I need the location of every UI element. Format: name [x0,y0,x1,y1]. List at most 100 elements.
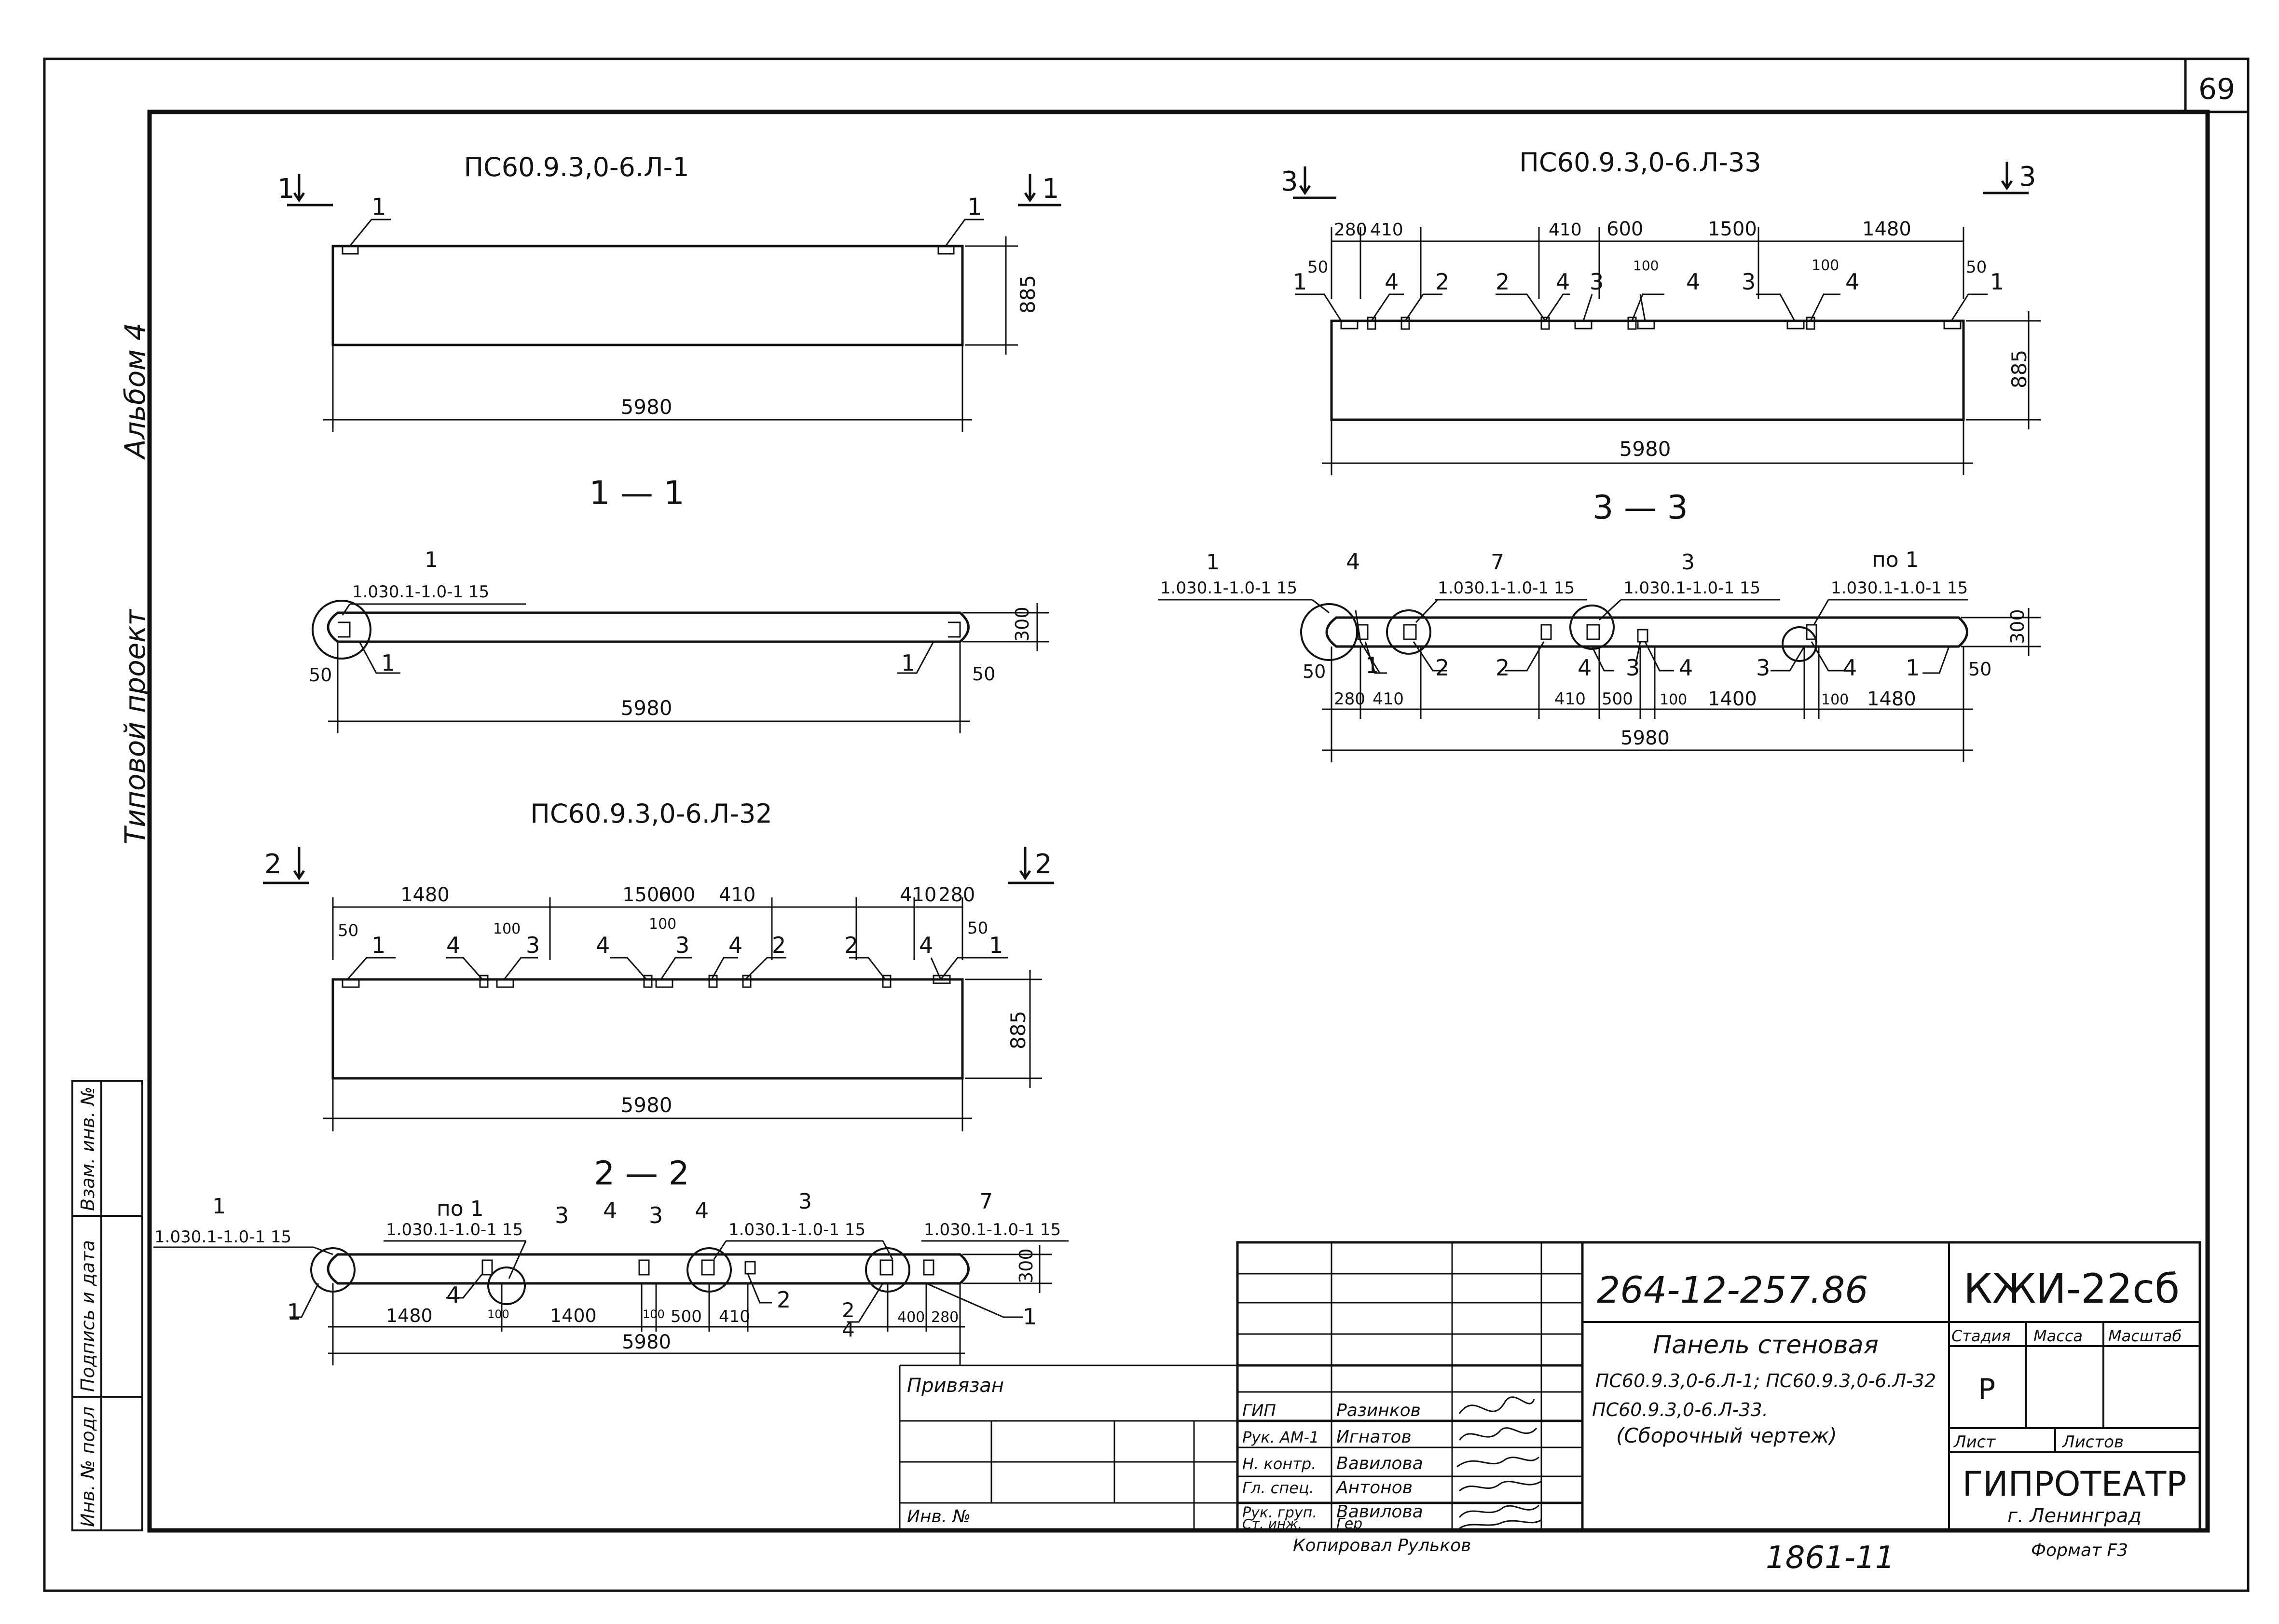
person: Вавилова [1336,1502,1423,1522]
section-title: 1 — 1 [589,474,685,512]
org-city: г. Ленинград [2007,1505,2142,1527]
callout: 4 [842,1318,855,1341]
ref-code: 1.030.1-1.0-1 15 [352,582,489,602]
person: Антонов [1335,1478,1413,1498]
callout: 1 [371,932,385,958]
ref-number: по 1 [437,1197,484,1221]
ref-number: 1 [1206,550,1220,575]
dim: 410 [1554,689,1586,709]
stage-label: Стадия [1951,1327,2011,1345]
side-stamp-replace: Взам. инв. № [77,1087,98,1211]
offset: 50 [1968,659,1991,680]
callout: 2 [772,932,786,958]
view-title: ПС60.9.3,0-6.Л-32 [530,798,772,829]
title-line: (Сборочный чертеж) [1616,1424,1837,1447]
dim: 100 [487,1307,509,1321]
callout: 1 [371,193,386,220]
doc-mark: КЖИ-22сб [1963,1265,2180,1312]
sheet-label: Лист [1953,1432,1996,1452]
signatures-table: ГИП Разинков Рук. АМ-1 Игнатов Н. контр.… [1242,1396,1542,1532]
small-dim: 50 [967,919,988,938]
side-stamp-sign: Подпись и дата [77,1240,98,1392]
callout: 1 [381,650,395,676]
offset: 50 [972,663,995,685]
view-ps-l1: ПС60.9.3,0-6.Л-1 1 1 1 1 885 5980 [277,152,1061,432]
ref-code: 1.030.1-1.0-1 15 [1160,578,1297,598]
role: ГИП [1242,1401,1276,1420]
callout: 3 [1742,269,1756,295]
callout: 1 [989,932,1003,958]
side-stamp [71,1080,143,1531]
dim: 100 [1821,691,1849,708]
dim-length: 5980 [1620,727,1670,749]
ref-number: 7 [1491,550,1504,575]
callout: 3 [526,932,540,958]
offset: 50 [309,664,332,686]
callout: 1 [1023,1304,1037,1330]
callout: 4 [695,1197,709,1224]
callout: 1 [1906,655,1920,681]
dim: 1500 [622,884,672,906]
callout: 3 [1756,655,1770,681]
person: Гер [1336,1515,1362,1532]
small-dim: 50 [338,921,358,940]
dim-length: 5980 [621,1093,673,1117]
callout: 2 [842,1298,855,1322]
callout: 1 [901,650,915,676]
callout: 4 [728,932,742,958]
callout: 1 [287,1299,301,1325]
side-stamp-inv: Инв. № подл [77,1406,98,1527]
ref-code: 1.030.1-1.0-1 15 [728,1220,865,1239]
org-name: ГИПРОТЕАТР [1963,1464,2187,1504]
dim: 500 [1602,689,1633,709]
small-dim: 100 [1633,258,1659,274]
callout: 1 [1293,269,1307,295]
view-ps-l32: ПС60.9.3,0-6.Л-32 2 2 1480 1500 600 410 … [263,798,1054,1131]
ref-number: 1 [425,548,438,572]
dim-length: 5980 [622,1331,671,1353]
dim: 1400 [550,1305,597,1326]
dim: 1480 [386,1305,433,1326]
dim: 400 [897,1309,925,1326]
callout: 1 [967,193,982,220]
role: Рук. груп. [1242,1504,1317,1521]
side-label-album: Альбом 4 [119,323,151,460]
dim-thickness: 300 [2007,609,2028,644]
small-dim: 100 [1812,257,1839,274]
dim: 1500 [1708,218,1757,240]
title-block [899,1241,2201,1532]
callout: 4 [1385,269,1399,295]
callout: 4 [446,932,460,958]
dim-length: 5980 [621,395,673,419]
dim-height: 885 [1016,275,1040,314]
view-title: ПС60.9.3,0-6.Л-33 [1519,147,1761,178]
callout: 3 [555,1202,569,1228]
callout: 4 [1578,655,1592,681]
callout: 4 [1556,269,1570,295]
small-dim: 50 [1307,258,1328,277]
dim-thickness: 300 [1012,606,1033,642]
ref-number: 1 [212,1194,226,1219]
small-dim: 50 [1966,258,1987,277]
dim: 280 [1334,689,1365,709]
callout: 1 [1990,269,2004,295]
role: Гл. спец. [1242,1479,1314,1497]
view-title: ПС60.9.3,0-6.Л-1 [464,152,689,182]
callout: 4 [1679,655,1693,681]
section-3-3: 3 — 3 1 1.030.1-1.0-1 15 7 1.030.1-1.0-1… [1158,489,2041,762]
ref-code: 1.030.1-1.0-1 15 [154,1227,291,1247]
callout: 4 [919,932,933,958]
callout: 4 [1845,269,1859,295]
view-ps-l33: ПС60.9.3,0-6.Л-33 3 3 280 410 410 600 15… [1281,147,2041,475]
callout: 4 [603,1197,617,1224]
dim: 280 [1334,220,1367,240]
sheets-label: Листов [2061,1432,2124,1452]
dim: 410 [900,884,936,906]
callout: 2 [844,932,858,958]
cut-mark-label: 1 [277,173,295,205]
dim-thickness: 300 [1016,1248,1037,1283]
callout: 4 [1843,655,1857,681]
dim: 410 [719,1307,750,1326]
ref-number: 3 [798,1189,812,1214]
callout: 4 [446,1282,460,1308]
